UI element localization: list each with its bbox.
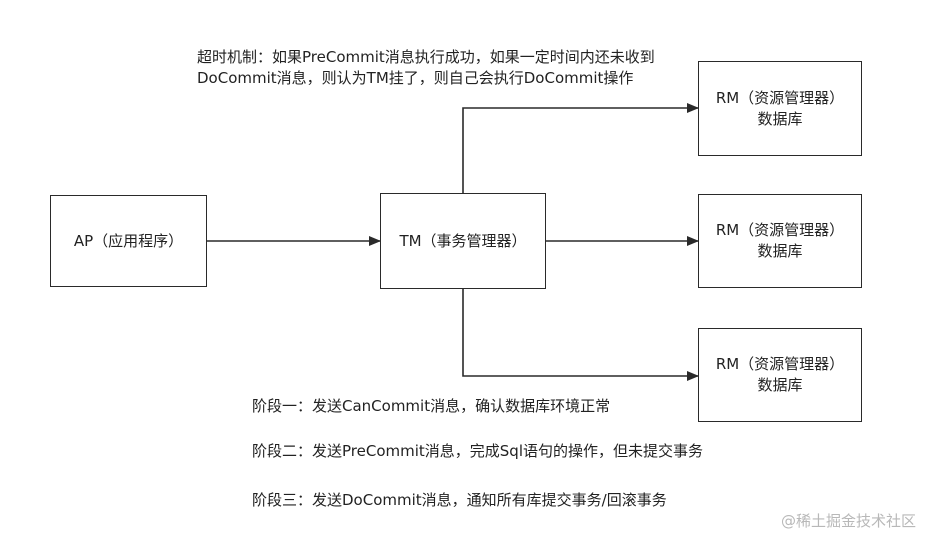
- rm-box-middle: RM（资源管理器） 数据库: [698, 194, 862, 288]
- watermark: @稀土掘金技术社区: [781, 512, 917, 530]
- rm-box-label: RM（资源管理器）: [715, 355, 845, 373]
- rm-box-bottom: RM（资源管理器） 数据库: [698, 328, 862, 422]
- tm-box-label: TM（事务管理器）: [399, 231, 527, 250]
- rm-box-top: RM（资源管理器） 数据库: [698, 61, 862, 156]
- tm-box: TM（事务管理器）: [380, 193, 546, 289]
- rm-box-sublabel: 数据库: [757, 109, 803, 128]
- rm-box-label: RM（资源管理器）: [715, 88, 845, 107]
- timeout-note-line2: DoCommit消息，则认为TM挂了，则自己会执行DoCommit操作: [197, 69, 634, 87]
- arrow-tm-to-rm-bottom: [462, 289, 699, 381]
- arrow-tm-to-rm-top: [462, 103, 699, 193]
- ap-box-label: AP（应用程序）: [73, 231, 184, 250]
- timeout-note-line1: 超时机制：如果PreCommit消息执行成功，如果一定时间内还未收到: [197, 48, 655, 66]
- ap-box: AP（应用程序）: [50, 195, 207, 287]
- rm-box-sublabel: 数据库: [757, 376, 803, 394]
- phase-two-text: 阶段二：发送PreCommit消息，完成Sql语句的操作，但未提交事务: [252, 442, 703, 460]
- rm-box-label: RM（资源管理器）: [715, 221, 845, 239]
- timeout-note: 超时机制：如果PreCommit消息执行成功，如果一定时间内还未收到 DoCom…: [197, 47, 655, 89]
- rm-box-sublabel: 数据库: [757, 242, 803, 260]
- phase-three-text: 阶段三：发送DoCommit消息，通知所有库提交事务/回滚事务: [252, 491, 667, 509]
- phase-one-text: 阶段一：发送CanCommit消息，确认数据库环境正常: [252, 397, 611, 415]
